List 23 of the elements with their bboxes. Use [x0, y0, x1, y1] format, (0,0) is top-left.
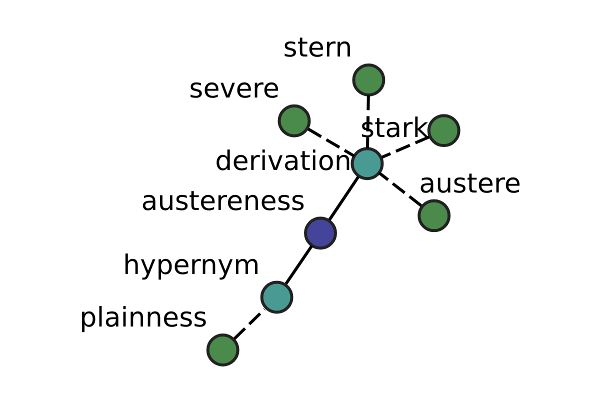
connector: [378, 172, 422, 207]
node-label: austereness: [141, 186, 305, 217]
node-circle: [260, 280, 294, 314]
node-label: hypernym: [123, 250, 260, 281]
node-circle: [418, 199, 451, 232]
node-label: severe: [189, 73, 280, 104]
node-label: stern: [283, 32, 352, 64]
connector: [284, 245, 314, 285]
node-circle: [206, 334, 240, 366]
node-circle: [350, 147, 384, 180]
connector: [328, 176, 360, 221]
connector: [366, 95, 370, 148]
node-circle: [352, 64, 386, 96]
node-circle: [304, 216, 337, 250]
node-circle: [278, 104, 311, 138]
node-label: plainness: [80, 302, 208, 334]
connector: [308, 128, 355, 158]
node-label: derivation: [215, 146, 352, 178]
connector: [233, 308, 266, 340]
node-label: austere: [419, 168, 522, 200]
node-circle: [427, 114, 460, 148]
node-label: stark: [360, 113, 428, 144]
connector: [381, 136, 430, 159]
